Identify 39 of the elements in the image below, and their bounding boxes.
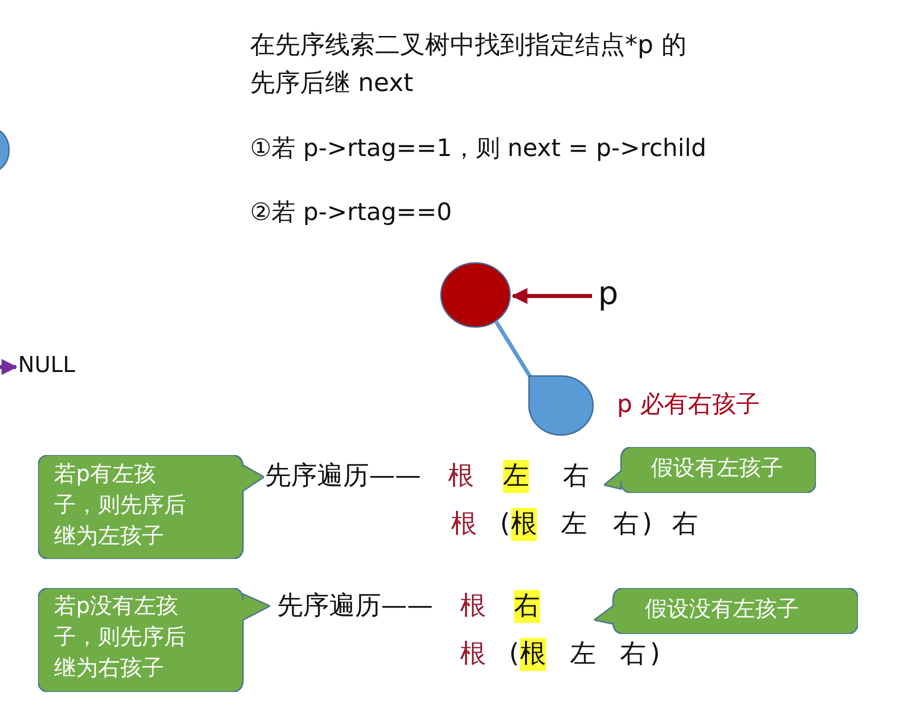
sequence-token: 根 xyxy=(460,638,486,670)
title: 在先序线索二叉树中找到指定结点*p 的先序后继 next xyxy=(250,29,688,99)
callout-text: 假设没有左孩子 xyxy=(645,596,800,624)
sequence-token: ) xyxy=(650,638,660,670)
sequence-token: 根 xyxy=(511,508,537,540)
sequence-token: 根 xyxy=(520,638,546,670)
node-circle xyxy=(440,262,511,328)
null-label: NULL xyxy=(18,353,76,380)
callout-text: 若p没有左孩子，则先序后继为右孩子 xyxy=(54,593,187,683)
callout-text: 假设有左孩子 xyxy=(651,455,784,483)
traversal-label: 先序遍历—— xyxy=(265,460,421,492)
sequence-token: 根 xyxy=(460,590,486,622)
callout-bubble xyxy=(38,455,264,559)
arrow xyxy=(511,288,592,304)
tree-edge xyxy=(494,320,533,380)
sequence-token: 右 xyxy=(672,508,698,540)
pointer-label: p xyxy=(598,274,618,312)
tree-node xyxy=(528,375,594,436)
sequence-token: 右 xyxy=(613,508,639,540)
note-text: p 必有右孩子 xyxy=(617,389,760,420)
sequence-token: 左 xyxy=(570,638,596,670)
sequence-token: 右 xyxy=(514,590,540,622)
condition-text: ②若 p->rtag==0 xyxy=(250,197,452,227)
sequence-token: 根 xyxy=(448,460,474,492)
callout-bubble xyxy=(38,588,270,692)
sequence-token: 根 xyxy=(451,508,477,540)
sequence-token: 右 xyxy=(620,638,646,670)
traversal-label: 先序遍历—— xyxy=(277,590,433,622)
condition-text: ①若 p->rtag==1，则 next = p->rchild xyxy=(250,133,706,163)
sequence-token: ( xyxy=(500,508,510,540)
sequence-token: 左 xyxy=(561,508,587,540)
sequence-token: 右 xyxy=(563,460,589,492)
arrow xyxy=(0,359,18,375)
callout-text: 若p有左孩子，则先序后继为左孩子 xyxy=(54,461,187,551)
sequence-token: 左 xyxy=(503,460,529,492)
sequence-token: ) xyxy=(642,508,652,540)
callout-bubble xyxy=(604,447,816,493)
sequence-token: ( xyxy=(509,638,520,670)
callout-bubble xyxy=(594,588,858,634)
